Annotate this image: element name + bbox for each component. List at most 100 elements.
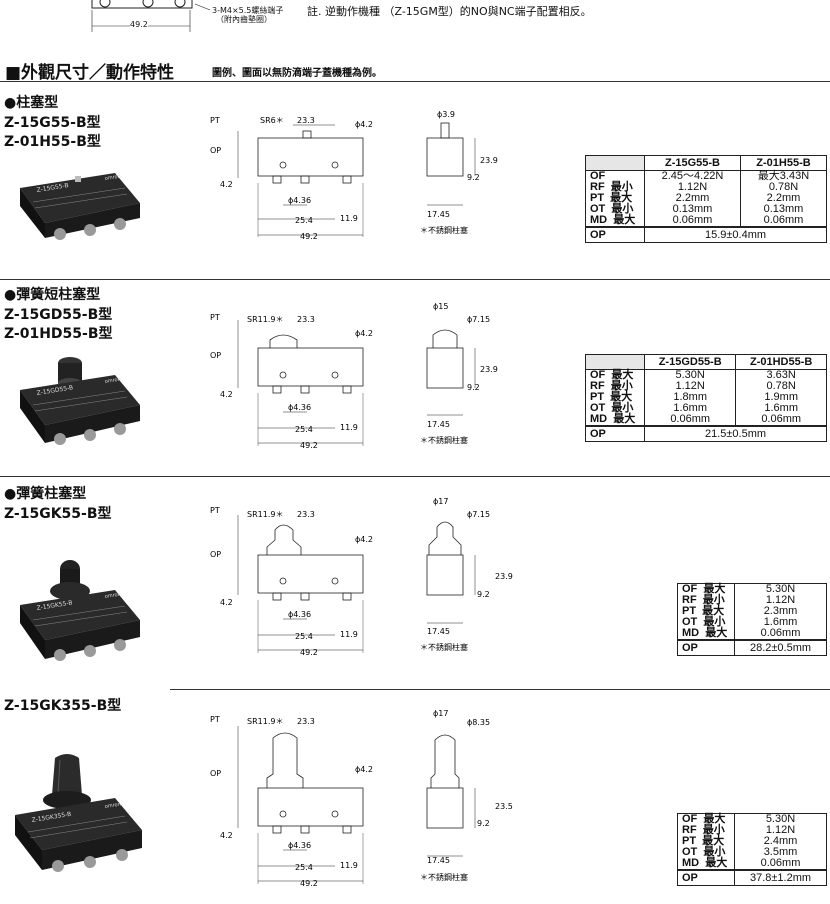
col-values: 最大3.43N 0.78N 2.2mm 0.13mm 0.06mm: [739, 170, 828, 228]
dim-11-9-4: 11.9: [340, 861, 358, 870]
dim-4-2-1: 4.2: [220, 180, 233, 189]
dim-9-2-1: 9.2: [467, 173, 480, 182]
dim-25-4-4: 25.4: [295, 863, 313, 872]
section-title: ■外觀尺寸／動作特性: [5, 63, 175, 83]
dim-4-36-4: ϕ4.36: [288, 841, 311, 850]
product-model-2b: Z-01HD55-B型: [4, 326, 113, 342]
sr-label-3: SR11.9＊: [247, 510, 283, 519]
product-photo-1: Z-15G55-B omron: [20, 173, 140, 240]
op-label-4: OP: [210, 769, 221, 778]
photo-brand-2: omron: [104, 377, 121, 385]
product-header-3: ●彈簧柱塞型: [4, 486, 87, 502]
photo-brand-1: omron: [104, 174, 121, 182]
dim-9-2-4: 9.2: [477, 819, 490, 828]
plunger-dia2-4: ϕ8.35: [467, 718, 490, 727]
op-label-1: OP: [210, 146, 221, 155]
product-header-1: ●柱塞型: [4, 95, 59, 111]
dim-4-2-2: 4.2: [220, 390, 233, 399]
col-header: Z-01H55-B: [739, 155, 828, 171]
op-label-3: OP: [210, 550, 221, 559]
dim-23-3-2: 23.3: [297, 315, 315, 324]
plunger-dia2-2: ϕ7.15: [467, 315, 490, 324]
dim-23-3-3: 23.3: [297, 510, 315, 519]
op-value: 15.9±0.4mm: [644, 226, 827, 243]
pt-label-1: PT: [210, 116, 220, 125]
product-photo-2: Z-15GD55-B omron: [20, 357, 140, 445]
col-header: Z-01HD55-B: [735, 354, 827, 370]
height-1: 23.9: [480, 156, 498, 165]
dim-4-36-2: ϕ4.36: [288, 403, 311, 412]
plunger-dia-1: ϕ3.9: [437, 110, 455, 119]
op-label-2: OP: [210, 351, 221, 360]
top-fragment: 49.2 3-M4×5.5螺絲端子 （附內齒墊圈） 註. 逆動作機種 （Z-15…: [0, 0, 830, 40]
dim-17-45-2: 17.45: [427, 420, 450, 429]
steel-note-2: ＊不銹鋼柱塞: [420, 435, 468, 445]
product-model-1a: Z-15G55-B型: [4, 115, 101, 131]
product-photo-3: Z-15GK55-B omron: [20, 560, 140, 661]
dim-11-9-1: 11.9: [340, 214, 358, 223]
reverse-action-note: 註. 逆動作機種 （Z-15GM型）的NO與NC端子配置相反。: [307, 5, 592, 18]
row-labels: OF 最大 RF 最小 PT 最大 OT 最小 MD 最大: [677, 583, 735, 641]
product-model-4a: Z-15GK355-B型: [4, 698, 122, 714]
dimension-drawing-3: PT OP SR11.9＊ 23.3 ϕ4.2 4.2 ϕ4.36 25.4 1…: [210, 497, 513, 655]
product-model-3a: Z-15GK55-B型: [4, 506, 112, 522]
spec-table-2: Z-15GD55-B Z-01HD55-B OF 最大 RF 最小 PT 最大 …: [585, 354, 827, 442]
product-header-2: ●彈簧短柱塞型: [4, 287, 101, 303]
sr-label-4: SR11.9＊: [247, 717, 283, 726]
dim-4-36-3: ϕ4.36: [288, 610, 311, 619]
col-header: Z-15G55-B: [644, 155, 741, 171]
dim-25-4-3: 25.4: [295, 632, 313, 641]
op-label: OP: [677, 639, 735, 656]
terminal-note: 3-M4×5.5螺絲端子: [212, 6, 284, 15]
product-model-1b: Z-01H55-B型: [4, 134, 101, 150]
spec-table-3: OF 最大 RF 最小 PT 最大 OT 最小 MD 最大 5.30N 1.12…: [677, 583, 827, 656]
hole-label-4: ϕ4.2: [355, 765, 373, 774]
dim-11-9-3: 11.9: [340, 630, 358, 639]
block-divider-1: [0, 279, 830, 280]
op-value: 21.5±0.5mm: [644, 425, 827, 442]
col-values: 5.30N 1.12N 2.3mm 1.6mm 0.06mm: [734, 583, 827, 641]
plunger-dia-4: ϕ17: [433, 709, 448, 718]
block-divider-3: [170, 689, 830, 690]
pt-label-4: PT: [210, 715, 220, 724]
dim-25-4-2: 25.4: [295, 425, 313, 434]
dimension-drawing-2: PT OP SR11.9＊ 23.3 ϕ4.2 4.2 ϕ4.36 25.4 1…: [210, 302, 498, 450]
table-corner: [585, 354, 645, 370]
dim-49-2-4: 49.2: [300, 879, 318, 888]
dimension-drawing-4: PT OP SR11.9＊ 23.3 ϕ4.2 4.2 ϕ4.36 25.4 1…: [210, 709, 513, 888]
sr-label-1: SR6＊: [260, 116, 284, 125]
dim-17-45-1: 17.45: [427, 210, 450, 219]
dim-9-2-2: 9.2: [467, 383, 480, 392]
section-subtitle: 圖例、圖面以無防滴端子蓋機種為例。: [212, 68, 382, 79]
dim-23-3-4: 23.3: [297, 717, 315, 726]
sr-label-2: SR11.9＊: [247, 315, 283, 324]
row-labels: OF 最大 RF 最小 PT 最大 OT 最小 MD 最大: [677, 813, 735, 871]
dim-49-2-3: 49.2: [300, 648, 318, 655]
col-values: 3.63N 0.78N 1.9mm 1.6mm 0.06mm: [735, 369, 827, 427]
plunger-dia2-3: ϕ7.15: [467, 510, 490, 519]
top-dim-49-2: 49.2: [130, 20, 148, 29]
section-divider: [0, 81, 830, 82]
op-value: 37.8±1.2mm: [734, 869, 827, 886]
dim-17-45-3: 17.45: [427, 627, 450, 636]
col-values: 2.45～4.22N 1.12N 2.2mm 0.13mm 0.06mm: [644, 170, 741, 228]
photo-brand-3: omron: [104, 592, 121, 600]
dim-49-2-1: 49.2: [300, 232, 318, 241]
table-corner: [585, 155, 645, 171]
height-2: 23.9: [480, 365, 498, 374]
spec-table-1: Z-15G55-B Z-01H55-B OF RF 最小 PT 最大 OT 最小…: [585, 155, 828, 243]
op-label: OP: [585, 425, 645, 442]
hole-label-3: ϕ4.2: [355, 535, 373, 544]
dimension-drawing-1: PT OP SR6＊ 23.3 ϕ4.2 4.2 ϕ4.36 25.4 11.9…: [210, 110, 498, 241]
photo-brand-4: omron: [104, 802, 121, 810]
dim-49-2-2: 49.2: [300, 441, 318, 450]
dim-17-45-4: 17.45: [427, 856, 450, 865]
op-value: 28.2±0.5mm: [734, 639, 827, 656]
terminal-note-2: （附內齒墊圈）: [216, 15, 272, 24]
col-values: 5.30N 1.12N 1.8mm 1.6mm 0.06mm: [643, 369, 737, 427]
pt-label-2: PT: [210, 313, 220, 322]
pt-label-3: PT: [210, 506, 220, 515]
row-labels: OF RF 最小 PT 最大 OT 最小 MD 最大: [585, 170, 645, 228]
steel-note-4: ＊不銹鋼柱塞: [420, 872, 468, 882]
dim-9-2-3: 9.2: [477, 590, 490, 599]
